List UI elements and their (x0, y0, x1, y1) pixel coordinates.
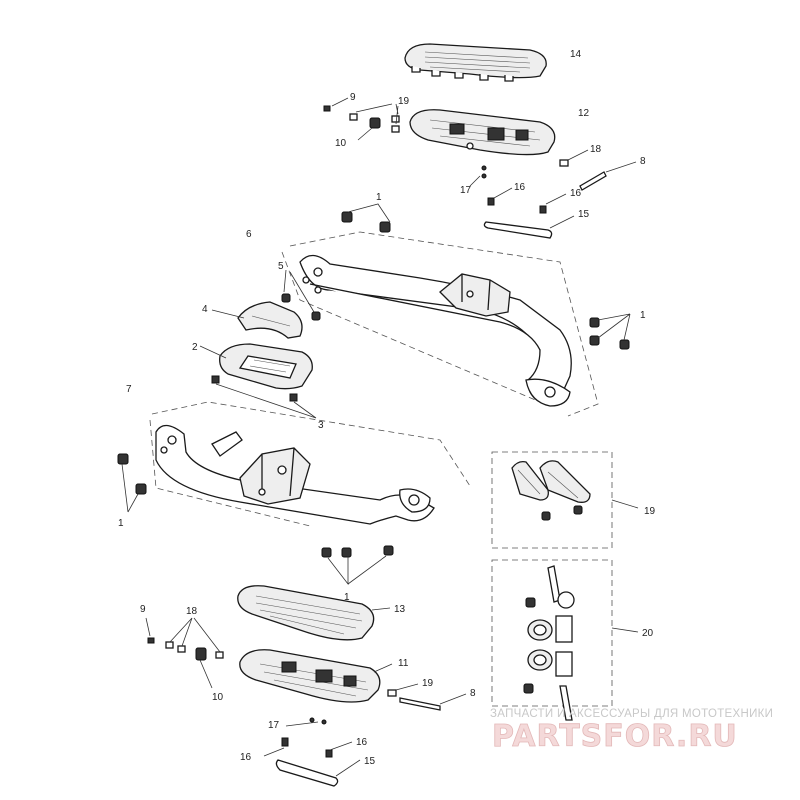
callout-2: 2 (192, 342, 198, 353)
bolts-upper-frame (341, 203, 631, 350)
kit-box-19 (491, 451, 639, 549)
callout-15-bot: 15 (364, 756, 376, 767)
callout-5: 5 (278, 261, 284, 272)
callout-14: 14 (570, 49, 582, 60)
bracket-top (483, 215, 575, 239)
callout-16-top-b: 16 (570, 188, 582, 199)
footboard-base-bottom (239, 649, 393, 703)
hardware-cluster-top-left (323, 97, 400, 141)
footboard-pad-bottom (237, 585, 391, 641)
pivot-bolt-top (559, 149, 637, 191)
callout-3: 3 (318, 420, 324, 431)
footboard-frame-lower (149, 401, 471, 527)
footboard-base-top (409, 109, 556, 156)
callout-7: 7 (126, 384, 132, 395)
callout-19-top: 19 (398, 96, 410, 107)
screws-top-center (469, 165, 567, 214)
callout-13: 13 (394, 604, 406, 615)
footboard-frame-upper (281, 231, 599, 417)
callout-8-bot: 8 (470, 688, 476, 699)
callout-18-top: 18 (590, 144, 602, 155)
callout-10-bot: 10 (212, 692, 224, 703)
callout-17-bot: 17 (268, 720, 280, 731)
heel-cover (211, 301, 303, 339)
callout-18-bot: 18 (186, 606, 198, 617)
callout-9-top: 9 (350, 92, 356, 103)
callout-16-bot-a: 16 (240, 752, 252, 763)
watermark-caption: ЗАПЧАСТИ И АКСЕССУАРЫ ДЛЯ МОТОТЕХНИКИ (490, 708, 773, 720)
hardware-cluster-bottom-left (145, 617, 224, 689)
callout-19-bot: 19 (422, 678, 434, 689)
kit-box-20 (491, 559, 639, 721)
callout-1-d: 1 (344, 592, 350, 603)
callout-4: 4 (202, 304, 208, 315)
screws-3 (211, 375, 317, 419)
heel-plate (199, 343, 313, 390)
callout-9-bot: 9 (140, 604, 146, 615)
bolts-lower-center (321, 545, 394, 586)
callout-15-top: 15 (578, 209, 590, 220)
callout-11: 11 (398, 658, 409, 669)
callout-8-top: 8 (640, 156, 646, 167)
callout-16-bot-b: 16 (356, 737, 368, 748)
callout-16-top-a: 16 (514, 182, 526, 193)
pivot-bolt-bottom (387, 683, 467, 711)
callout-10-top: 10 (335, 138, 347, 149)
nuts-5 (281, 269, 321, 321)
callout-20-box: 20 (642, 628, 654, 639)
bolts-lower-left (117, 453, 147, 513)
callout-1-b: 1 (640, 310, 646, 321)
callout-12: 12 (578, 108, 590, 119)
screws-bottom-center (263, 717, 353, 758)
footboard-pad-top (404, 43, 547, 82)
callout-19-box: 19 (644, 506, 656, 517)
callout-17-top: 17 (460, 185, 472, 196)
callout-6: 6 (246, 229, 252, 240)
watermark-brand-logo: PARTSFOR.RU (492, 719, 738, 754)
callout-1-c: 1 (118, 518, 124, 529)
bracket-bottom (275, 759, 361, 787)
callout-1-a: 1 (376, 192, 382, 203)
